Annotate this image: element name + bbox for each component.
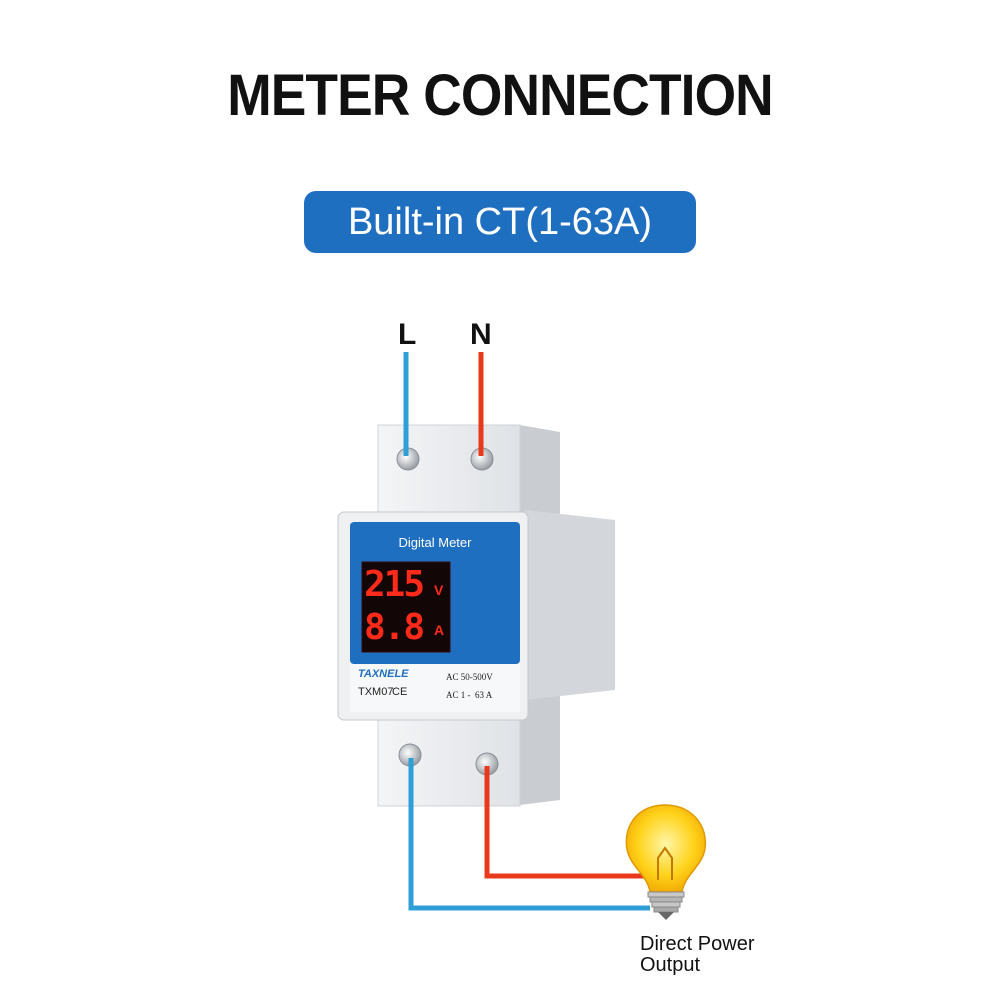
meter-label-area xyxy=(350,664,520,712)
output-wire-l xyxy=(408,758,650,911)
meter-model: TXM07 xyxy=(358,686,394,698)
output-label-line1: Direct Power xyxy=(640,933,755,955)
terminal-label-n: N xyxy=(470,318,492,351)
subtitle-badge: Built-in CT(1-63A) xyxy=(304,191,696,253)
voltage-unit: V xyxy=(434,582,444,598)
meter-cert: CE xyxy=(392,686,408,698)
page-title: METER CONNECTION xyxy=(227,63,773,128)
meter-voltage-range: AC 50-500V xyxy=(446,672,493,682)
output-label-line2: Output xyxy=(640,954,701,976)
meter-brand: TAXNELE xyxy=(358,668,409,680)
output-wire-n xyxy=(484,766,650,879)
current-reading: 8.8 xyxy=(364,607,425,648)
voltage-reading: 215 xyxy=(364,564,425,605)
wires xyxy=(403,352,650,911)
meter-side-bulge xyxy=(525,510,615,700)
bottom-terminal-block xyxy=(377,717,521,807)
output-label: Direct Power Output xyxy=(640,934,754,976)
terminal-label-l: L xyxy=(398,318,417,351)
current-unit: A xyxy=(434,622,445,638)
meter-panel-title: Digital Meter xyxy=(398,535,472,550)
meter-current-range: AC 1 - 63 A xyxy=(446,690,493,700)
meter-device xyxy=(337,424,615,807)
top-terminal-block xyxy=(377,424,521,514)
light-bulb-icon xyxy=(625,804,707,920)
meter-display-window xyxy=(361,561,451,653)
